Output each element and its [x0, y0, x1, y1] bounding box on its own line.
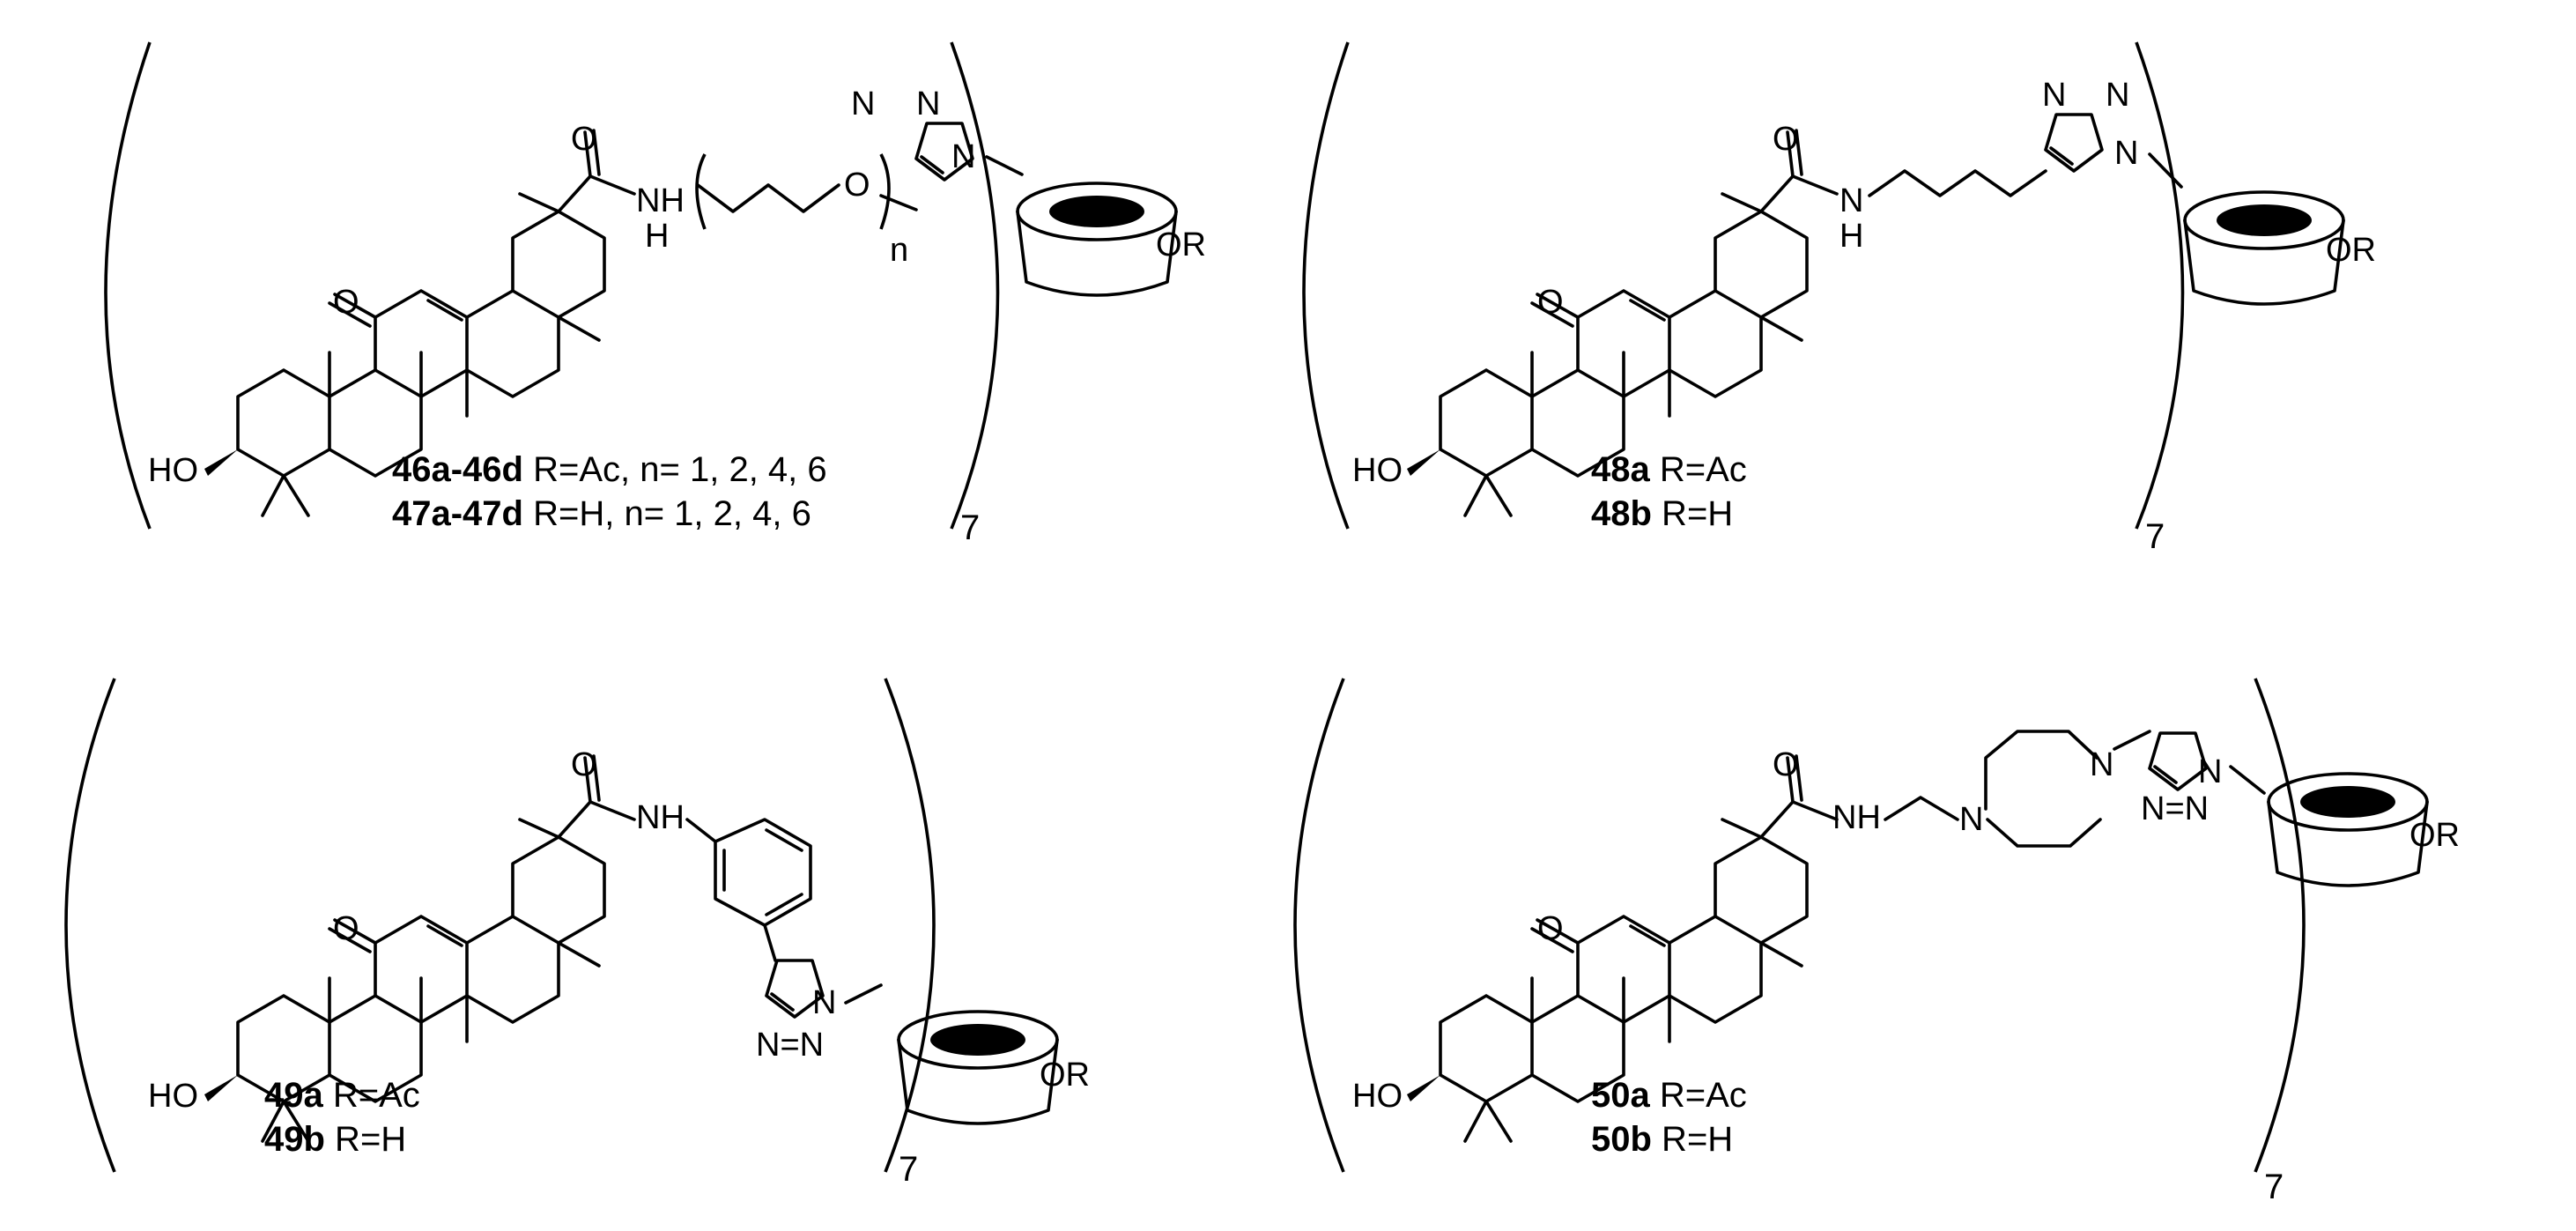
left-parenthesis [1302, 41, 1350, 530]
structure-48: HO O O N H N N N OR 48a R=Ac 48b R=H 7 [1302, 41, 2376, 556]
repeat-subscript: 7 [960, 508, 980, 547]
butyl-chain [1868, 169, 2047, 197]
amide-o-label: O [1773, 121, 1799, 158]
cyclodextrin-icon [2267, 772, 2429, 887]
structure-50: HO O O NH N N N N=N OR 50a R=Ac 50b R=H … [1293, 678, 2460, 1206]
compound-label-50a: 50a R=Ac [1591, 1076, 1747, 1115]
amide-o-label: O [571, 121, 597, 158]
compound-label-47: 47a-47d R=H, n= 1, 2, 4, 6 [392, 494, 811, 533]
amide-o-label: O [571, 746, 597, 783]
triazole-nn-label: N=N [756, 1027, 824, 1064]
ketone-o-label: O [1537, 910, 1564, 947]
right-parenthesis [2254, 678, 2306, 1173]
piperazine-ring [1984, 730, 2099, 811]
structure-46-47: HO O O NH H O n N N N OR 46a-46d R=Ac, n… [104, 41, 1206, 547]
or-label: OR [1040, 1057, 1090, 1094]
triazole-n1-label: N [951, 138, 975, 175]
cyclodextrin-icon [2183, 190, 2345, 306]
compound-label-48b: 48b R=H [1591, 494, 1733, 533]
ketone-o-label: O [333, 910, 359, 947]
cyclodextrin-icon [1016, 182, 1178, 297]
phenyl-ring [714, 818, 812, 927]
triazole-n1-label: N [2198, 753, 2222, 790]
or-label: OR [2326, 232, 2376, 269]
piperazine-n-label: N [1959, 801, 1983, 838]
compound-label-46: 46a-46d R=Ac, n= 1, 2, 4, 6 [392, 450, 827, 489]
triazole-n-label: N [916, 85, 940, 122]
triazole-ring [2044, 113, 2104, 173]
peg-o-label: O [844, 167, 870, 204]
ethyl-chain [1884, 796, 1959, 821]
hydroxyl-label: HO [1352, 452, 1403, 489]
compound-label-49a: 49a R=Ac [264, 1076, 420, 1115]
amide-nh-label: NH [636, 799, 685, 836]
triazole-n1-label: N [2114, 135, 2138, 172]
right-parenthesis [884, 678, 936, 1173]
triazole-n-label: N [851, 85, 875, 122]
triazole-n1-label: N [812, 984, 836, 1021]
repeat-subscript: 7 [2145, 517, 2165, 556]
left-parenthesis [104, 41, 152, 530]
peg-n-subscript: n [890, 232, 908, 269]
right-parenthesis [2135, 41, 2185, 530]
amide-nh-label: NH [636, 182, 685, 219]
ketone-o-label: O [1537, 284, 1564, 321]
amide-o-label: O [1773, 746, 1799, 783]
compound-label-49b: 49b R=H [264, 1120, 406, 1159]
or-label: OR [2409, 817, 2460, 854]
triazole-n-label: N [2106, 77, 2129, 114]
peg-chain [696, 183, 840, 213]
triazole-n-label: N [2042, 77, 2066, 114]
ketone-o-label: O [333, 284, 359, 321]
triazole-nn-label: N=N [2141, 790, 2209, 827]
left-parenthesis [64, 678, 116, 1173]
repeat-subscript: 7 [899, 1150, 918, 1189]
hydroxyl-label: HO [1352, 1078, 1403, 1115]
compound-label-50b: 50b R=H [1591, 1120, 1733, 1159]
hydroxyl-label: HO [148, 1078, 198, 1115]
cyclodextrin-icon [897, 1010, 1059, 1125]
left-parenthesis [1293, 678, 1345, 1173]
amide-h-label: H [645, 218, 669, 255]
piperazine-n-label: N [2090, 746, 2113, 783]
right-parenthesis [950, 41, 1000, 530]
or-label: OR [1156, 226, 1206, 263]
structure-49: HO O O NH N N=N OR 49a R=Ac 49b R=H 7 [64, 678, 1090, 1189]
compound-label-48a: 48a R=Ac [1591, 450, 1747, 489]
repeat-subscript: 7 [2264, 1168, 2284, 1206]
amide-n-label: N [1839, 182, 1863, 219]
amide-h-label: H [1839, 218, 1863, 255]
amide-nh-label: NH [1832, 799, 1881, 836]
hydroxyl-label: HO [148, 452, 198, 489]
